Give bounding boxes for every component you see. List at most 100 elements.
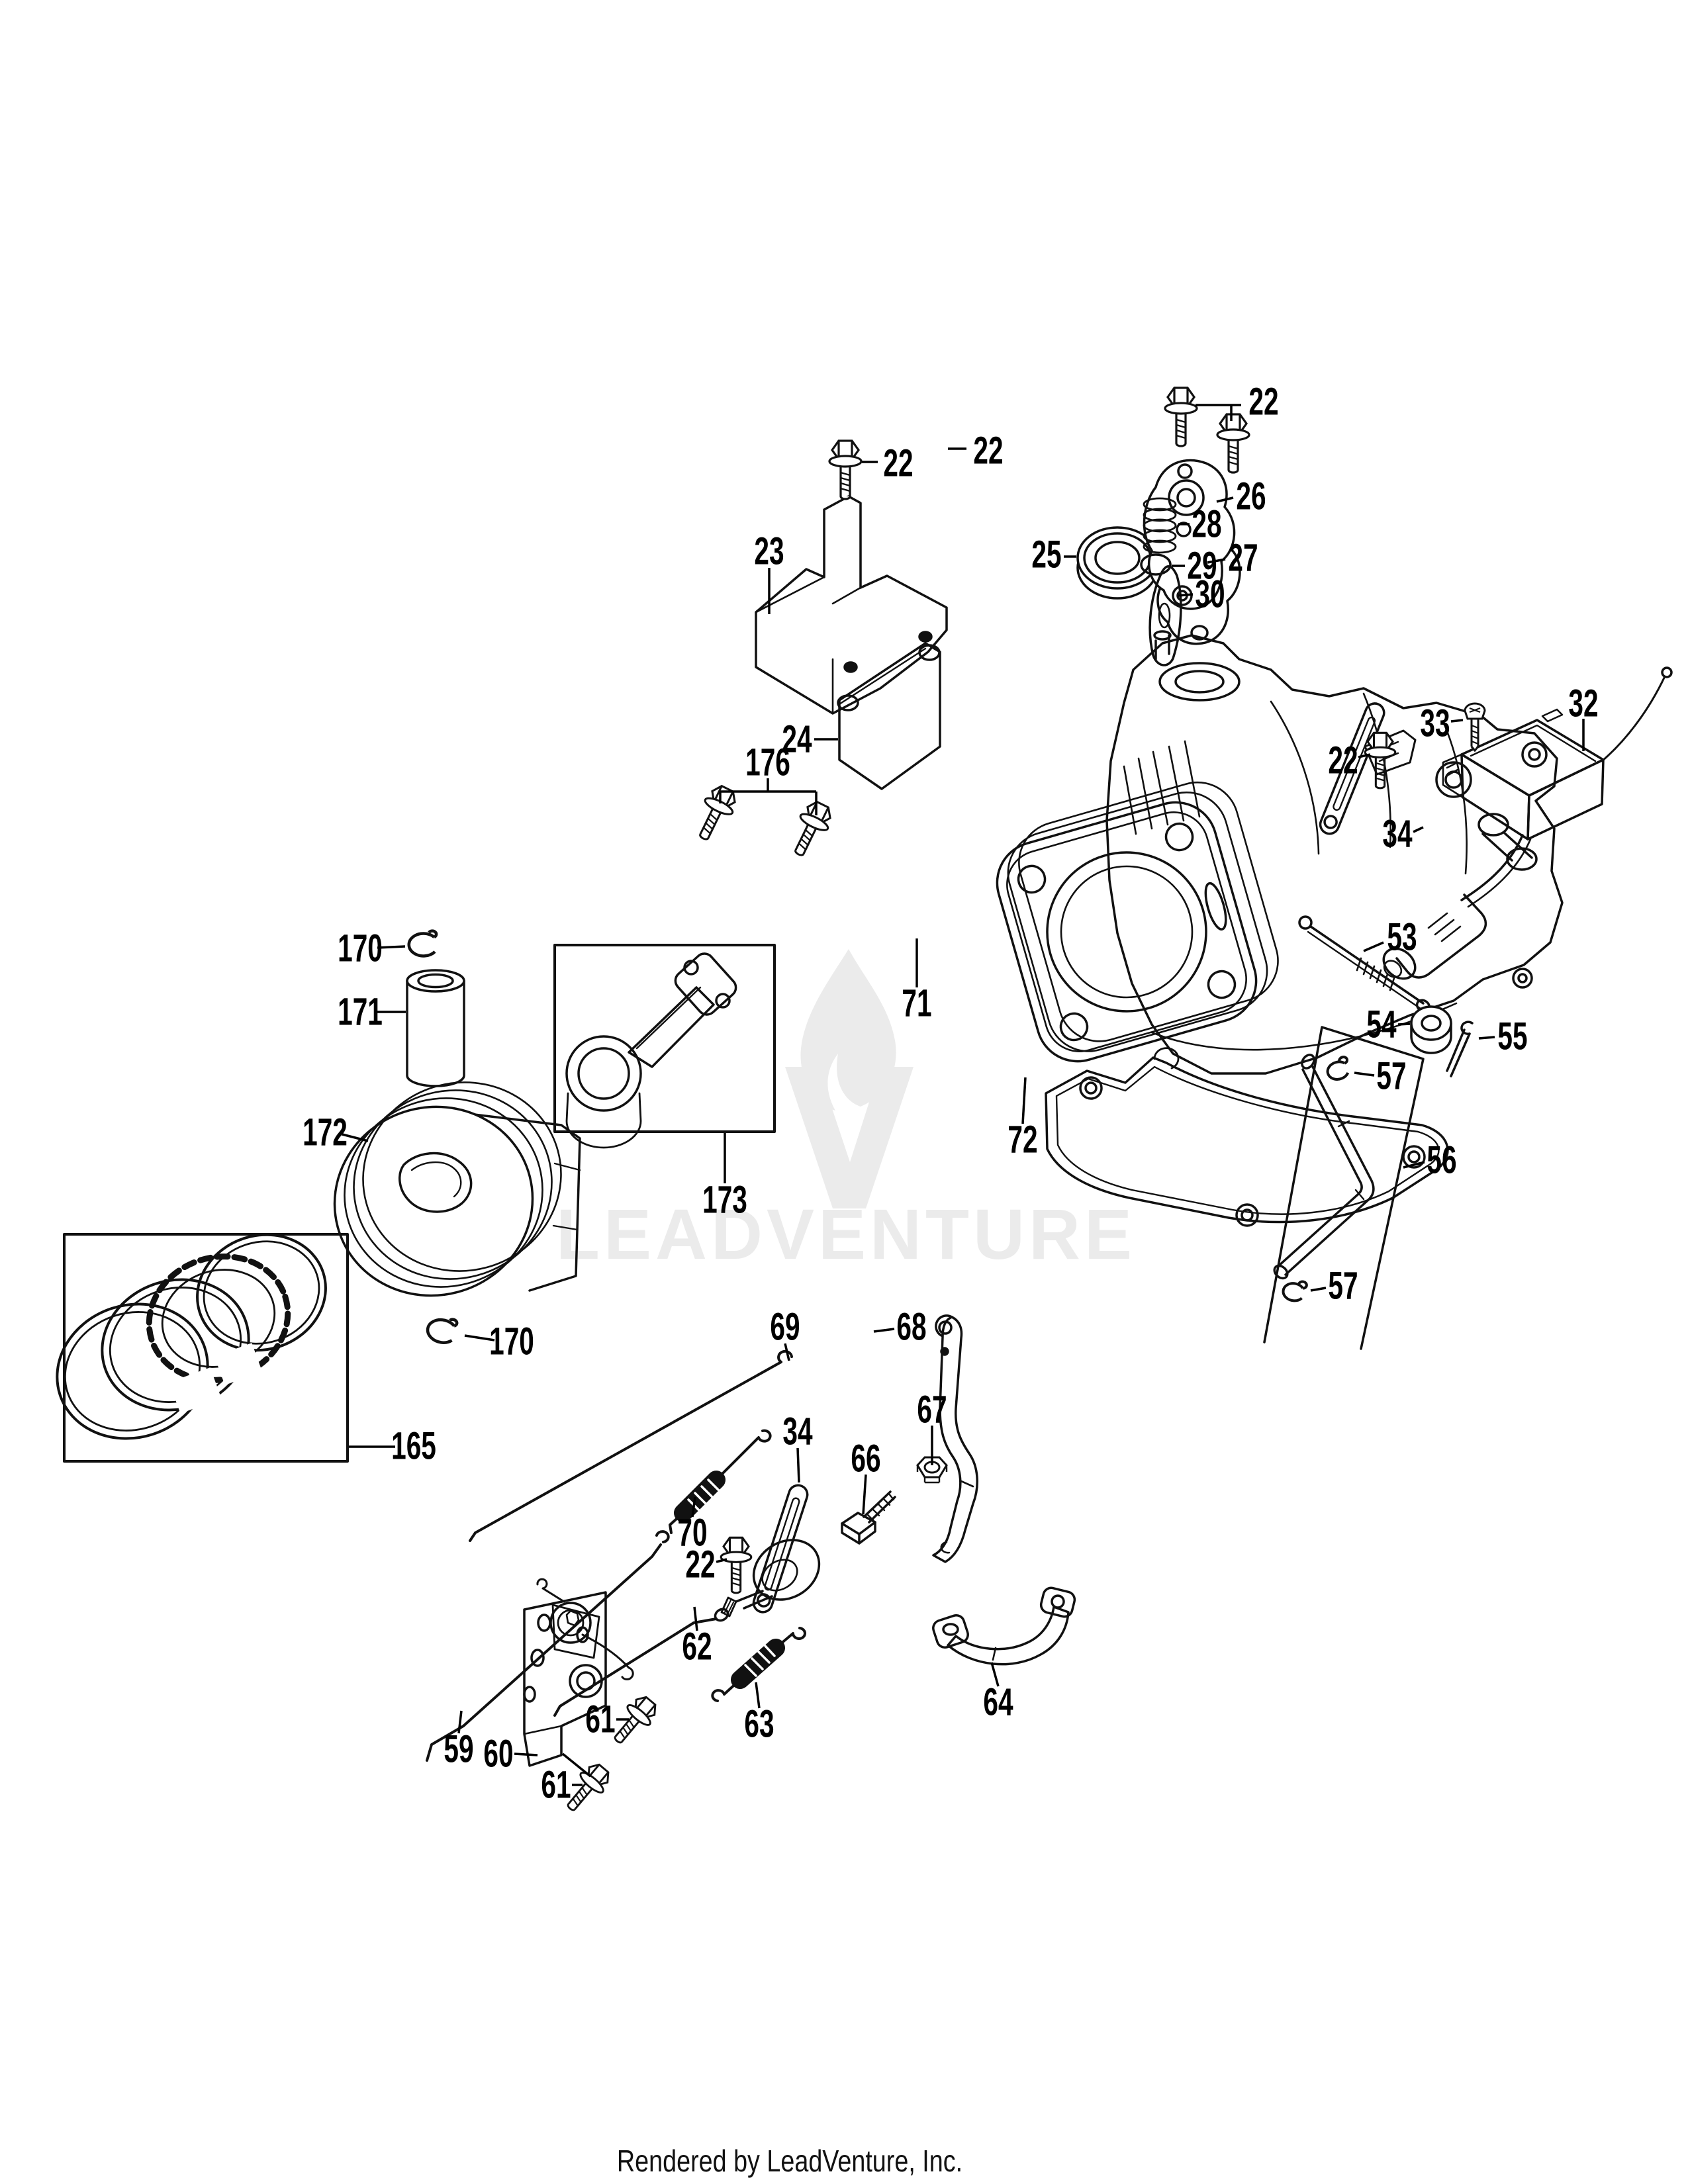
bolt-icon — [828, 439, 863, 500]
cring-icon — [409, 931, 436, 956]
leader-line — [1021, 1077, 1027, 1124]
cotter-pin-art — [1446, 1021, 1474, 1077]
bushing-art — [1410, 1005, 1452, 1054]
leader-line — [862, 1474, 867, 1515]
leader-line — [1216, 496, 1234, 503]
piston-rings-box — [56, 1233, 349, 1463]
baffle-plate-art — [837, 642, 941, 790]
cylinder-block-art — [996, 630, 1564, 1075]
part-label-171-25: 171 — [338, 991, 383, 1034]
coil-link-art — [1319, 702, 1385, 835]
leader-line — [457, 1710, 463, 1734]
part-label-23-3: 23 — [754, 530, 784, 573]
part-label-29-10: 29 — [1187, 545, 1217, 588]
leader-line — [1310, 1287, 1327, 1292]
leader-line — [1413, 826, 1424, 833]
part-label-53-16: 53 — [1387, 916, 1417, 959]
carriage-bolt-art — [841, 1490, 896, 1545]
part-label-72-23: 72 — [1008, 1118, 1037, 1161]
leader-line — [1354, 1071, 1375, 1077]
leader-line — [873, 1328, 895, 1333]
piston-art — [333, 1081, 581, 1297]
leader-line — [514, 1752, 538, 1756]
crankcase-gasket-art — [1045, 1047, 1449, 1227]
leader-line — [716, 1558, 727, 1563]
bolt-icon — [784, 797, 837, 862]
piston-pin-art — [406, 969, 465, 1087]
cap-art-29 — [1140, 553, 1172, 576]
rod-art-59 — [426, 1530, 670, 1762]
part-art-30 — [1149, 565, 1182, 666]
control-bracket-art — [523, 1578, 634, 1767]
part-label-32-14: 32 — [1568, 682, 1598, 725]
leader-line — [377, 945, 406, 949]
clip-icon — [1280, 1277, 1309, 1304]
leader-line — [784, 1343, 790, 1361]
part-label-172-26: 172 — [303, 1111, 348, 1154]
screw-icon — [1464, 702, 1486, 752]
part-label-25-6: 25 — [1031, 533, 1061, 576]
part-label-173-27: 173 — [702, 1179, 747, 1222]
part-label-34-15: 34 — [1382, 813, 1412, 856]
part-label-71-22: 71 — [902, 982, 931, 1025]
part-label-22-0: 22 — [1248, 381, 1278, 424]
leader-line — [693, 1606, 698, 1631]
part-label-59-43: 59 — [444, 1728, 473, 1771]
part-label-64-39: 64 — [983, 1681, 1013, 1724]
cring-icon — [426, 1314, 457, 1345]
leader-line — [691, 1496, 696, 1518]
guard-bracket-art — [932, 1586, 1076, 1666]
bolt-icon — [1164, 387, 1198, 447]
part-label-56-20: 56 — [1427, 1139, 1456, 1182]
part-label-63-38: 63 — [744, 1703, 774, 1746]
leadventure-watermark: LEADVENTURE — [556, 949, 1132, 1274]
part-label-170-24: 170 — [338, 927, 383, 970]
part-label-22-1: 22 — [973, 430, 1003, 473]
part-label-24-4: 24 — [782, 718, 812, 761]
part-label-62-37: 62 — [682, 1625, 712, 1668]
part-label-54-17: 54 — [1366, 1003, 1396, 1046]
leader-line — [464, 1334, 495, 1342]
part-label-66-34: 66 — [851, 1437, 880, 1480]
part-label-22-2: 22 — [883, 442, 913, 485]
governor-arm-art — [932, 1314, 978, 1563]
part-label-55-18: 55 — [1497, 1015, 1527, 1058]
clip-icon — [1323, 1054, 1353, 1083]
bolt-icon — [720, 1536, 753, 1594]
part-label-34-32: 34 — [782, 1410, 812, 1453]
connecting-rod-box — [553, 944, 776, 1149]
leader-line — [1450, 719, 1464, 723]
spring-art-28 — [1143, 497, 1177, 554]
footer-credit: Rendered by LeadVenture, Inc. — [579, 2143, 1001, 2179]
part-label-28-9: 28 — [1192, 503, 1221, 546]
throttle-wire-art — [469, 1349, 793, 1542]
leader-line — [1178, 593, 1194, 597]
leader-line — [1363, 941, 1384, 952]
part-label-165-28: 165 — [391, 1425, 436, 1468]
part-label-26-7: 26 — [1236, 475, 1266, 518]
leader-line — [755, 1682, 761, 1709]
leader-line — [342, 1133, 369, 1142]
part-label-57-19: 57 — [1376, 1055, 1406, 1098]
watermark-flame-icon — [800, 949, 896, 1111]
leader-line — [561, 1752, 592, 1778]
leader-line — [1478, 1036, 1495, 1040]
ignition-coil-art — [1364, 666, 1673, 980]
tube-art — [1263, 1026, 1425, 1350]
part-label-61-42: 61 — [541, 1764, 571, 1807]
spring-art-63 — [711, 1627, 806, 1702]
heat-shield-art — [755, 495, 948, 715]
bolt-icon — [1216, 413, 1250, 474]
part-label-67-33: 67 — [917, 1388, 947, 1432]
part-label-22-36: 22 — [685, 1543, 715, 1586]
leader-line — [990, 1662, 1000, 1687]
footer-credit-text: Rendered by LeadVenture, Inc. — [616, 2144, 963, 2178]
part-label-30-11: 30 — [1195, 573, 1225, 616]
part-label-33-13: 33 — [1420, 702, 1450, 745]
watermark-v-icon — [785, 1067, 914, 1208]
leader-line — [1358, 753, 1371, 758]
part-label-69-30: 69 — [770, 1306, 800, 1349]
